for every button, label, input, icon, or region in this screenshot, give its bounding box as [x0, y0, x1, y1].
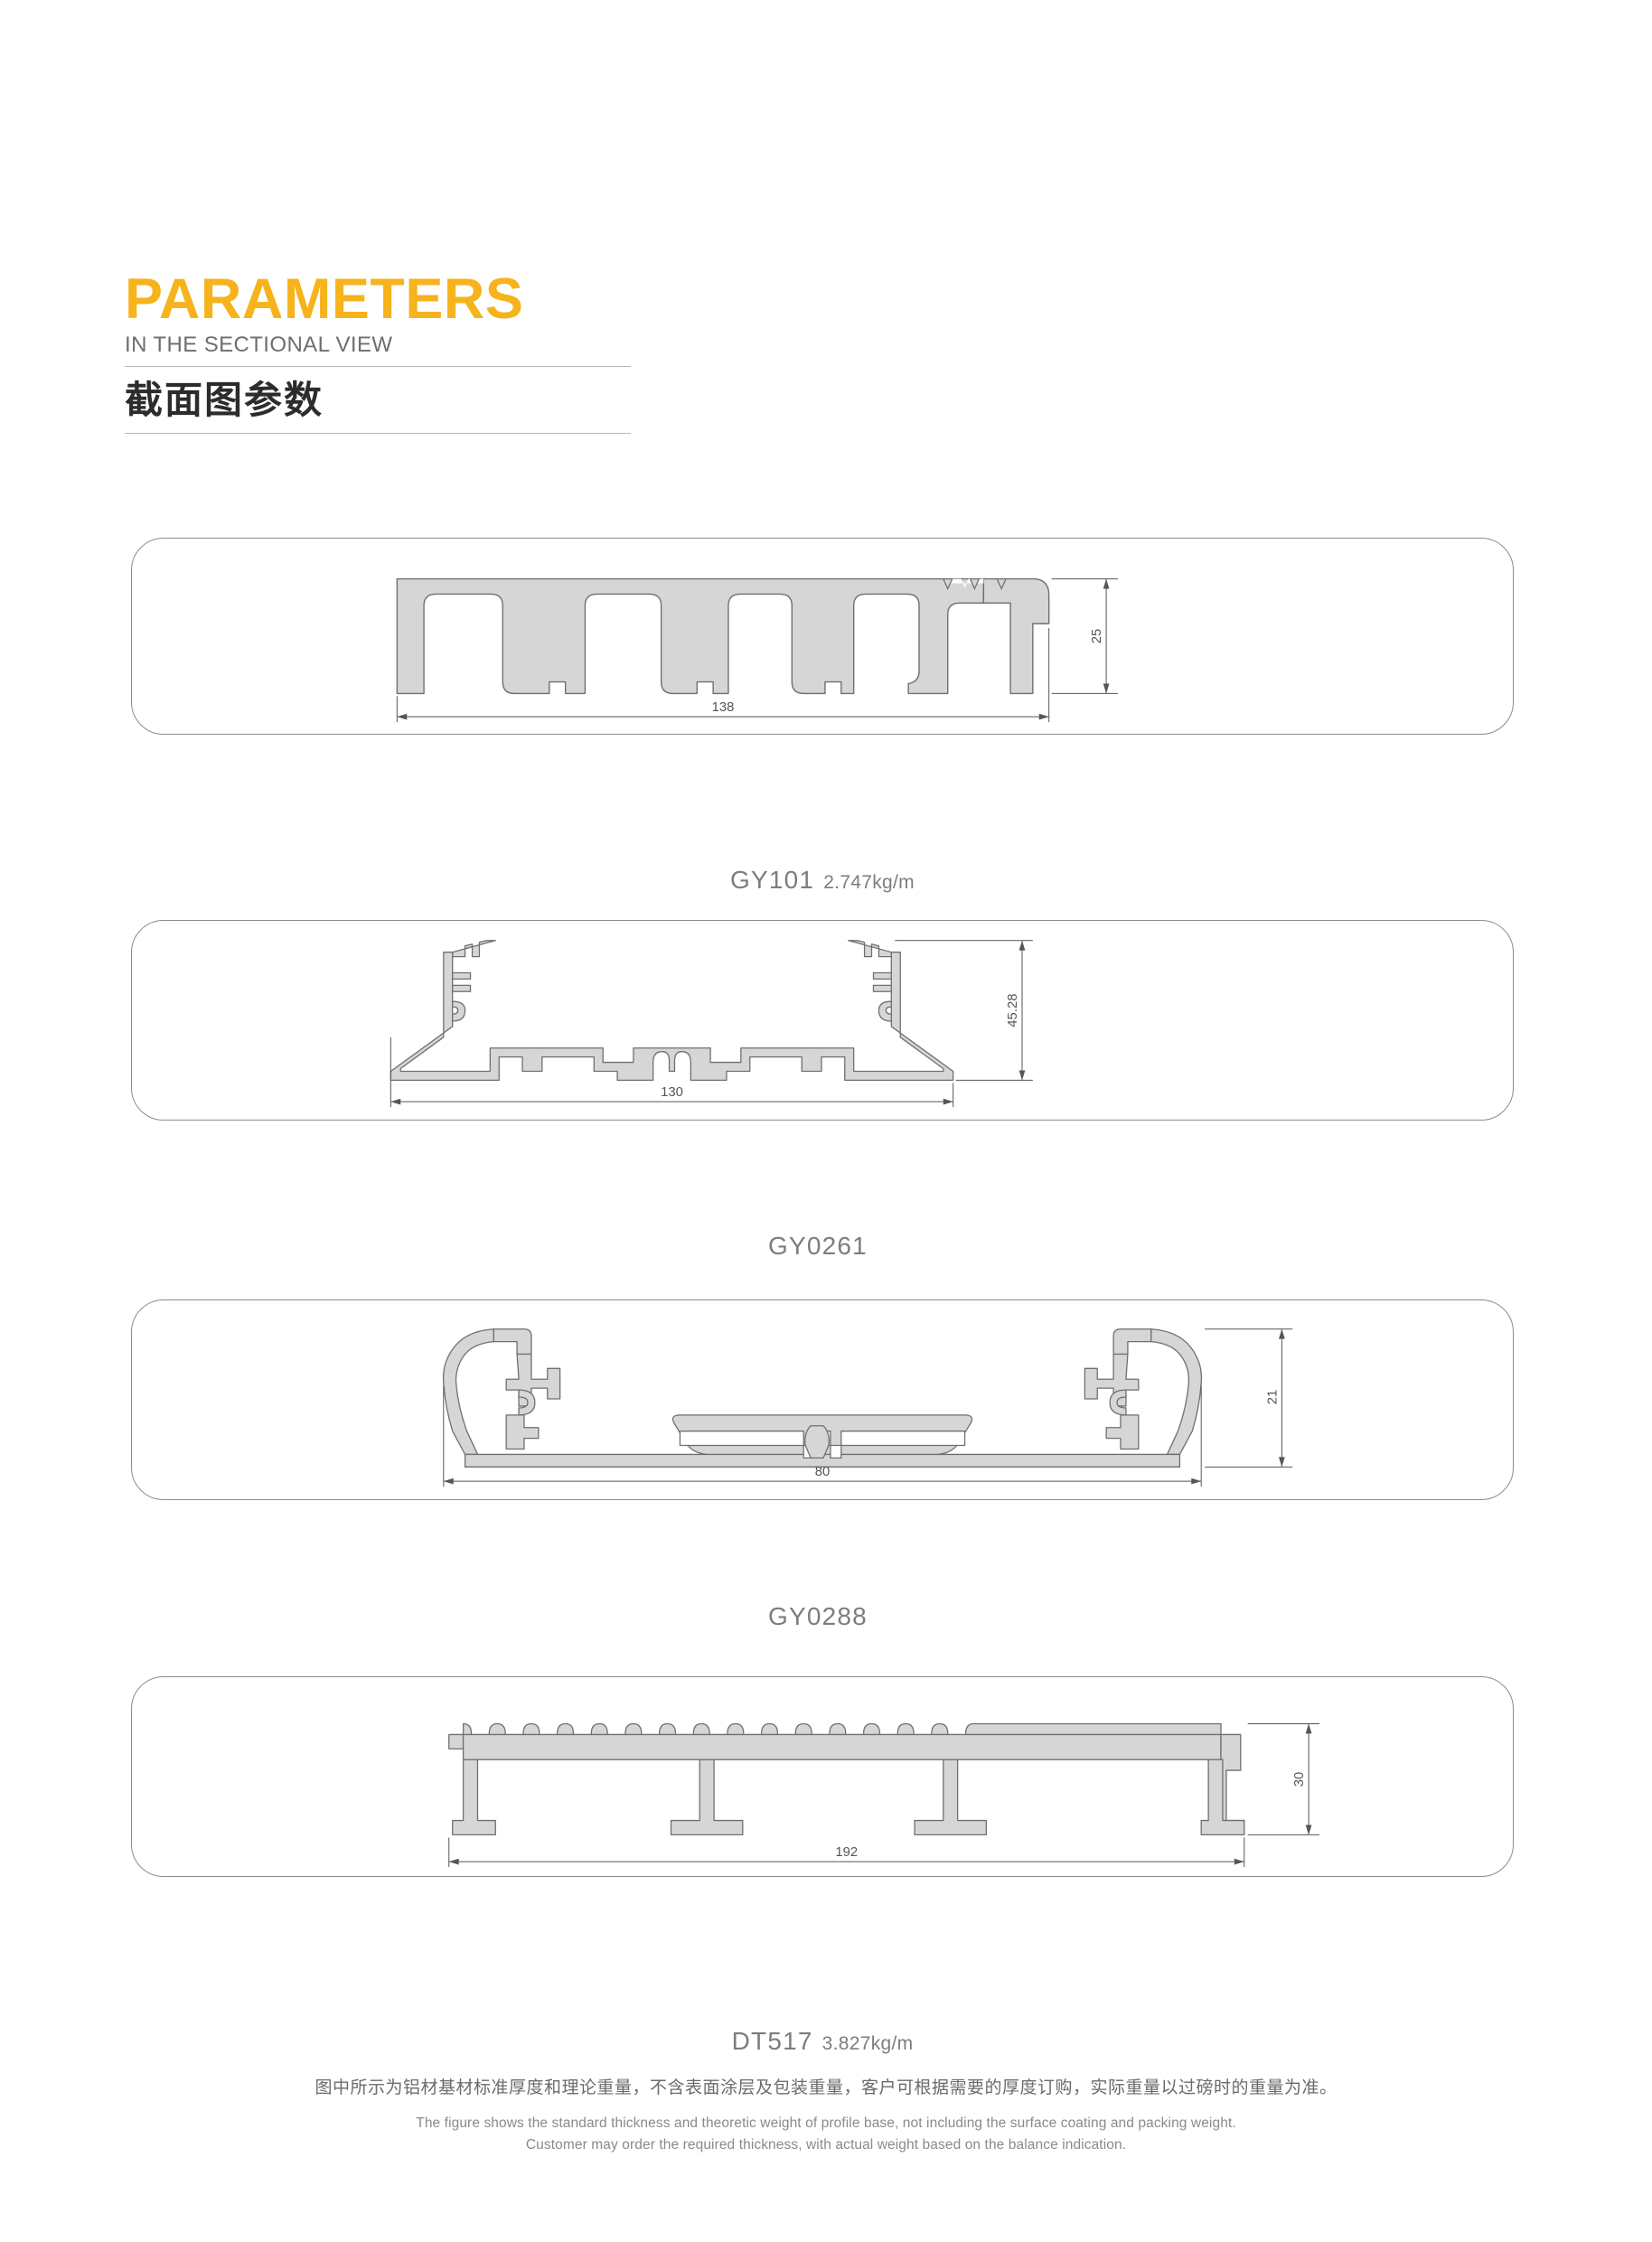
dimension-label-width-gy0288: 80 — [815, 1465, 831, 1479]
profile-code-gy0261: GY0261 — [768, 1232, 868, 1260]
profile-shape-gy0261 — [390, 940, 954, 1082]
profile-left-lip-gy0261 — [452, 940, 496, 958]
profile-right-web-dt517 — [1200, 1759, 1245, 1836]
profile-right-rib-1-gy0261 — [872, 971, 892, 980]
dimension-height-dt517 — [1247, 1723, 1319, 1835]
profile-right-bulb-gy0288 — [1150, 1328, 1203, 1456]
profile-weight-gy101: 2.747kg/m — [823, 872, 915, 893]
profile-card-gy0288: 80 21 — [131, 1299, 1514, 1500]
profile-caption-gy101: GY101 2.747kg/m — [131, 866, 1514, 895]
profile-drawing-gy0288: 80 21 — [442, 1328, 1293, 1487]
profile-card-gy0261: 130 45.28 — [131, 920, 1514, 1121]
dimension-label-height-gy101: 25 — [1090, 629, 1104, 644]
footer-note-chinese: 图中所示为铝材基材标准厚度和理论重量，不含表面涂层及包装重量，客户可根据需要的厚… — [314, 2078, 1338, 2097]
profile-caption-gy0261: GY0261 — [131, 1232, 1514, 1261]
dimension-label-width-gy0261: 130 — [661, 1085, 683, 1100]
profile-caption-gy0288: GY0288 — [131, 1602, 1514, 1631]
profile-shape-gy0288 — [442, 1328, 1203, 1468]
profile-left-tab-dt517 — [448, 1733, 465, 1750]
profile-serrations-gy101 — [942, 577, 1008, 591]
profile-center-pin-gy0288 — [804, 1425, 830, 1459]
profile-code-gy101: GY101 — [730, 866, 815, 894]
profile-right-rib-2-gy0261 — [872, 984, 892, 992]
dimension-label-height-gy0288: 21 — [1265, 1390, 1280, 1405]
dimension-label-height-gy0261: 45.28 — [1006, 994, 1020, 1027]
page-title-chinese: 截面图参数 — [125, 378, 324, 423]
profile-drawing-dt517: 192 30 — [448, 1722, 1319, 1868]
profile-rib-2-dt517 — [914, 1759, 987, 1836]
profile-code-gy0288: GY0288 — [768, 1602, 868, 1630]
profile-shape-gy101 — [396, 577, 1050, 695]
dimension-height-gy101 — [1051, 578, 1118, 694]
footer-note-english-line2: Customer may order the required thicknes… — [525, 2137, 1127, 2153]
profile-right-hook-gy0261 — [878, 1000, 892, 1022]
profile-left-web-dt517 — [452, 1759, 496, 1836]
page-title: PARAMETERS — [125, 267, 524, 331]
profile-deck-band-dt517 — [462, 1733, 1222, 1760]
profile-left-hook-gy0261 — [452, 1000, 466, 1022]
dimension-width-dt517 — [448, 1837, 1245, 1868]
profile-drawing-gy0261: 130 45.28 — [390, 940, 1033, 1108]
profile-card-gy101: 138 25 — [131, 538, 1514, 735]
profile-left-top-tab-gy0288 — [493, 1328, 532, 1356]
profile-left-rib-2-gy0261 — [452, 984, 472, 992]
profile-left-bulb-gy0288 — [442, 1328, 494, 1456]
profile-left-track-gy0288 — [505, 1353, 561, 1450]
profile-outline-gy101 — [396, 577, 985, 695]
dimension-label-height-dt517: 30 — [1292, 1772, 1307, 1787]
page-footer: 图中所示为铝材基材标准厚度和理论重量，不含表面涂层及包装重量，客户可根据需要的厚… — [0, 2074, 1652, 2156]
profile-drawing-gy101: 138 25 — [396, 577, 1118, 723]
footer-note-english-line1: The figure shows the standard thickness … — [416, 2115, 1236, 2131]
profile-right-track-gy0288 — [1084, 1353, 1140, 1450]
profile-weight-dt517: 3.827kg/m — [821, 2033, 914, 2054]
dimension-width-gy0261 — [390, 1037, 954, 1108]
header-divider-top — [125, 366, 631, 368]
profile-left-rib-1-gy0261 — [452, 971, 472, 980]
page-header: PARAMETERS IN THE SECTIONAL VIEW 截面图参数 — [125, 271, 631, 434]
dimension-label-width-dt517: 192 — [835, 1845, 858, 1860]
profile-caption-dt517: DT517 3.827kg/m — [131, 2027, 1514, 2056]
profile-card-dt517: 192 30 — [131, 1676, 1514, 1877]
dimension-width-gy0288 — [443, 1385, 1202, 1487]
profile-right-lip-gy0261 — [848, 940, 892, 958]
profile-body-gy0261 — [390, 952, 954, 1082]
dimension-height-gy0288 — [1205, 1328, 1293, 1468]
profile-rib-1-dt517 — [670, 1759, 744, 1836]
profile-end-hook-gy101 — [982, 577, 1050, 695]
header-divider-bottom — [125, 432, 631, 434]
dimension-height-gy0261 — [895, 940, 1033, 1081]
profile-right-top-tab-gy0288 — [1112, 1328, 1152, 1356]
profile-code-dt517: DT517 — [731, 2027, 813, 2055]
dimension-label-width-gy101: 138 — [712, 700, 735, 715]
dimension-width-gy101 — [396, 628, 1050, 723]
profile-shape-dt517 — [448, 1722, 1245, 1836]
page-subtitle: IN THE SECTIONAL VIEW — [125, 333, 393, 357]
